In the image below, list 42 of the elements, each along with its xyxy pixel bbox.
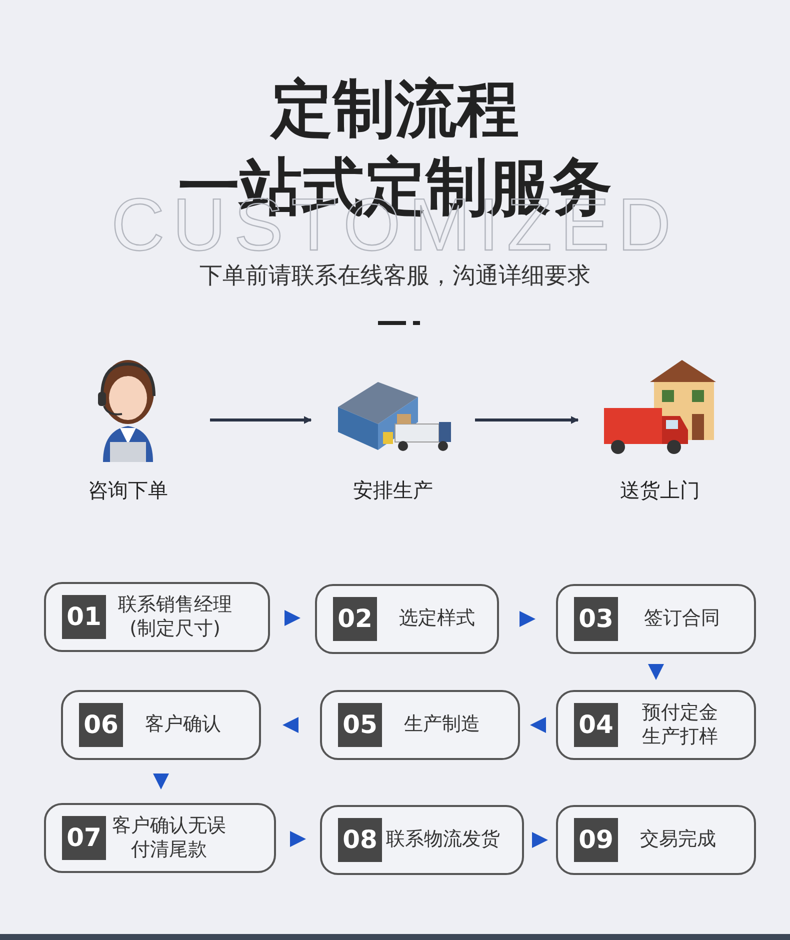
step-box [320,690,520,760]
step-number: 07 [62,816,106,860]
step-number: 06 [79,703,123,747]
step-label: 交易完成 [640,828,716,852]
triangle-arrow [530,717,546,733]
stage-label: 咨询下单 [87,477,169,504]
note-text: 下单前请联系在线客服，沟通详细要求 [198,262,592,291]
triangle-arrow [520,611,536,627]
step-label: 预付定金生产打样 [642,701,718,749]
triangle-arrow [532,832,548,848]
step-label: 客户确认 [145,713,221,737]
step-label: 联系物流发货 [386,828,500,852]
step-label: 客户确认无误付清尾款 [112,814,226,862]
title: 定制流程 [268,72,520,146]
step-box [61,690,261,760]
step-number: 04 [574,703,618,747]
step-box [315,584,499,654]
step-box [320,805,524,875]
step-box [556,584,756,654]
step-number: 05 [338,703,382,747]
triangle-arrow [153,774,169,790]
step-box [556,805,756,875]
step-label: 签订合同 [644,607,720,631]
step-box [556,690,756,760]
triangle-arrow [648,664,664,680]
arrow [475,416,579,424]
step-box [44,582,270,652]
step-number: 03 [574,597,618,641]
triangle-arrow [284,610,300,626]
triangle-arrow [290,831,306,847]
step-label: 生产制造 [404,713,480,737]
step-label: 选定样式 [399,607,475,631]
step-number: 09 [574,818,618,862]
step-number: 02 [333,597,377,641]
stage-label: 送货上门 [619,477,701,504]
step-label: 联系销售经理(制定尺寸) [118,593,232,641]
step-number: 08 [338,818,382,862]
triangle-arrow [282,717,298,733]
step-box [44,803,276,873]
arrow [210,416,312,424]
stage-label: 安排生产 [352,477,434,504]
step-number: 01 [62,595,106,639]
